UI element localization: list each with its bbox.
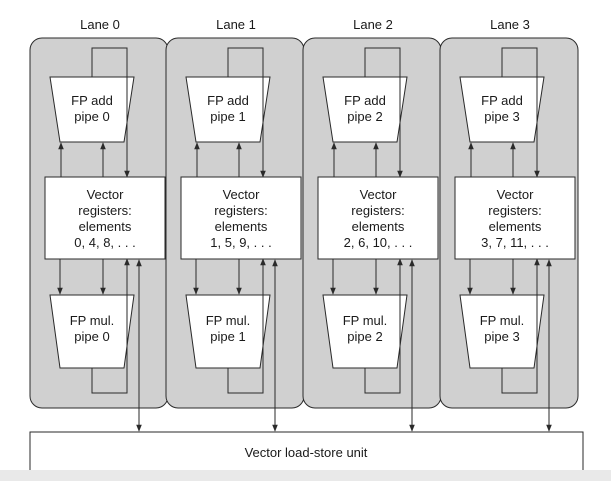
add-output-loop-wire: [364, 47, 403, 178]
fp-add-pipe-label-line: pipe 1: [210, 109, 245, 124]
vector-register-label-line: elements: [79, 219, 132, 234]
vector-register-label-line: 2, 6, 10, . . .: [344, 235, 413, 250]
vector-register-label-line: elements: [489, 219, 542, 234]
fp-mul-pipe-label-line: FP mul.: [480, 313, 525, 328]
fp-add-pipe-label-line: FP add: [207, 93, 249, 108]
fp-mul-pipe-label-line: pipe 2: [347, 329, 382, 344]
lane-title: Lane 2: [353, 17, 393, 32]
load-store-unit-label: Vector load-store unit: [245, 445, 368, 460]
fp-add-pipe-label-line: pipe 3: [484, 109, 519, 124]
vector-register-label-line: 0, 4, 8, . . .: [74, 235, 135, 250]
vector-register-label-line: Vector: [87, 187, 125, 202]
add-output-loop-wire: [91, 47, 130, 178]
fp-mul-pipe-label-line: pipe 0: [74, 329, 109, 344]
mul-output-loop-wire: [501, 258, 540, 394]
vector-register-label-line: Vector: [360, 187, 398, 202]
fp-add-pipe: [49, 76, 135, 143]
mul-output-loop-wire: [91, 258, 130, 394]
vector-register-block: [317, 176, 439, 260]
fp-add-pipe-label-line: pipe 2: [347, 109, 382, 124]
add-output-loop-wire: [227, 47, 266, 178]
vector-register-block: [180, 176, 302, 260]
vector-register-label-line: registers:: [488, 203, 541, 218]
fp-add-pipe: [322, 76, 408, 143]
mul-output-loop-wire: [364, 258, 403, 394]
fp-mul-pipe: [185, 294, 271, 369]
vector-register-label-line: registers:: [78, 203, 131, 218]
mul-output-loop-wire: [227, 258, 266, 394]
vector-register-block: [44, 176, 166, 260]
vector-register-label-line: Vector: [223, 187, 261, 202]
fp-mul-pipe-label-line: FP mul.: [206, 313, 251, 328]
lane-title: Lane 1: [216, 17, 256, 32]
fp-add-pipe: [459, 76, 545, 143]
fp-mul-pipe-label-line: pipe 1: [210, 329, 245, 344]
vector-register-label-line: elements: [215, 219, 268, 234]
fp-mul-pipe: [49, 294, 135, 369]
fp-mul-pipe-label-line: pipe 3: [484, 329, 519, 344]
fp-mul-pipe-label-line: FP mul.: [343, 313, 388, 328]
vector-register-label-line: elements: [352, 219, 405, 234]
vector-register-label-line: registers:: [214, 203, 267, 218]
vector-register-label-line: 3, 7, 11, . . .: [481, 235, 549, 250]
fp-mul-pipe: [322, 294, 408, 369]
vector-register-label-line: registers:: [351, 203, 404, 218]
fp-add-pipe-label-line: FP add: [344, 93, 386, 108]
fp-mul-pipe-label-line: FP mul.: [70, 313, 115, 328]
vector-register-label-line: 1, 5, 9, . . .: [210, 235, 271, 250]
fp-add-pipe: [185, 76, 271, 143]
fp-add-pipe-label-line: FP add: [481, 93, 523, 108]
add-output-loop-wire: [501, 47, 540, 178]
fp-add-pipe-label-line: FP add: [71, 93, 113, 108]
lane-title: Lane 3: [490, 17, 530, 32]
fp-add-pipe-label-line: pipe 0: [74, 109, 109, 124]
bottom-strip: [0, 470, 611, 481]
vector-register-block: [454, 176, 576, 260]
lane-title: Lane 0: [80, 17, 120, 32]
vector-register-label-line: Vector: [497, 187, 535, 202]
fp-mul-pipe: [459, 294, 545, 369]
